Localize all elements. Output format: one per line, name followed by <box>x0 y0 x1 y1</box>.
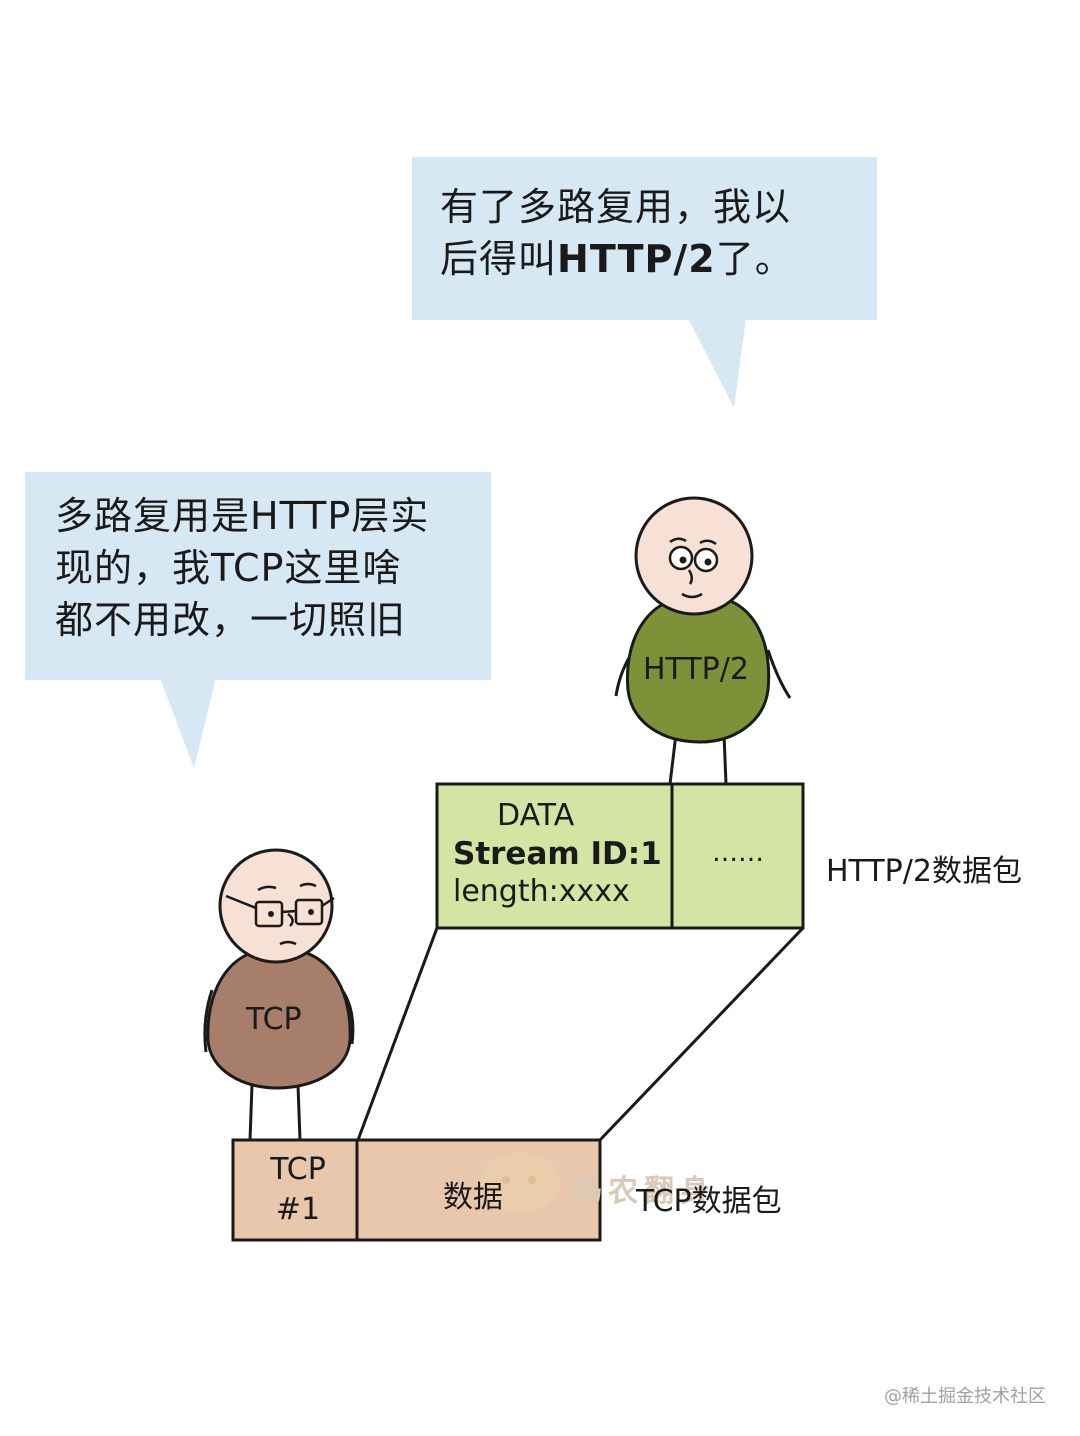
tcp-header-line-2: #1 <box>275 1192 321 1227</box>
tcp-left-leg <box>248 1084 254 1141</box>
tcp-bubble-tail <box>160 678 216 768</box>
http2-body <box>625 593 771 744</box>
tcp-speech-line-3: 都不用改，一切照旧 <box>55 598 407 642</box>
http2-right-arm <box>766 649 792 699</box>
tcp-packet <box>231 1138 602 1242</box>
http2-more-frames: …… <box>712 838 764 868</box>
tcp-payload-label: 数据 <box>443 1180 503 1215</box>
http2-character-label: HTTP/2 <box>643 652 749 687</box>
http2-right-leg <box>722 733 728 785</box>
mapping-line-left <box>356 927 439 1141</box>
source-credit: @稀土掘金技术社区 <box>884 1386 1046 1407</box>
tcp-character-label: TCP <box>246 1002 302 1037</box>
tcp-speech-bubble: 多路复用是HTTP层实 现的，我TCP这里啥 都不用改，一切照旧 <box>25 472 491 680</box>
tcp-character <box>203 848 355 1141</box>
http2-speech-line-1: 有了多路复用，我以 <box>440 185 792 229</box>
tcp-speech-line-1: 多路复用是HTTP层实 <box>55 494 430 538</box>
tcp-speech-line-2: 现的，我TCP这里啥 <box>55 546 402 590</box>
http2-frame-length: length:xxxx <box>453 874 630 909</box>
http2-packet <box>435 782 805 930</box>
tcp-header-line-1: TCP <box>270 1152 326 1187</box>
tcp-right-leg <box>296 1084 302 1141</box>
tcp-right-brow <box>299 882 317 888</box>
http2-bubble-tail <box>688 318 746 408</box>
tcp-left-arm <box>203 989 214 1053</box>
http2-speech-line-2-prefix: 后得叫 <box>440 237 558 281</box>
http2-left-brow <box>669 537 687 544</box>
http2-packet-box <box>435 782 805 930</box>
http2-speech-bubble: 有了多路复用，我以 后得叫HTTP/2了。 <box>412 157 877 320</box>
http2-speech-line-2-suffix: 了。 <box>715 237 794 281</box>
http2-stream-id: Stream ID:1 <box>453 836 662 872</box>
tcp-head <box>218 848 334 964</box>
http2-head <box>634 496 754 616</box>
http2-left-leg <box>668 733 678 785</box>
watermark-text: 码农翻身 <box>572 1174 716 1209</box>
http2-nose <box>687 569 693 585</box>
tcp-nose <box>287 913 294 927</box>
http2-speech-line-2: 后得叫HTTP/2了。 <box>440 233 794 285</box>
http2-speech-name: HTTP/2 <box>557 237 716 281</box>
http2-character <box>614 496 792 785</box>
tcp-left-brow <box>257 885 277 892</box>
watermark-logo <box>480 1152 560 1212</box>
tcp-mouth <box>279 940 297 946</box>
tcp-packet-label: TCP数据包 <box>636 1184 782 1219</box>
tcp-glasses-left <box>254 900 284 928</box>
tcp-body <box>206 946 352 1090</box>
http2-packet-label: HTTP/2数据包 <box>826 854 1022 889</box>
mapping-line-right <box>598 926 805 1142</box>
http2-mouth <box>681 592 703 599</box>
http2-right-brow <box>699 539 717 546</box>
tcp-packet-box <box>231 1138 602 1242</box>
http2-frame-type: DATA <box>497 798 575 833</box>
